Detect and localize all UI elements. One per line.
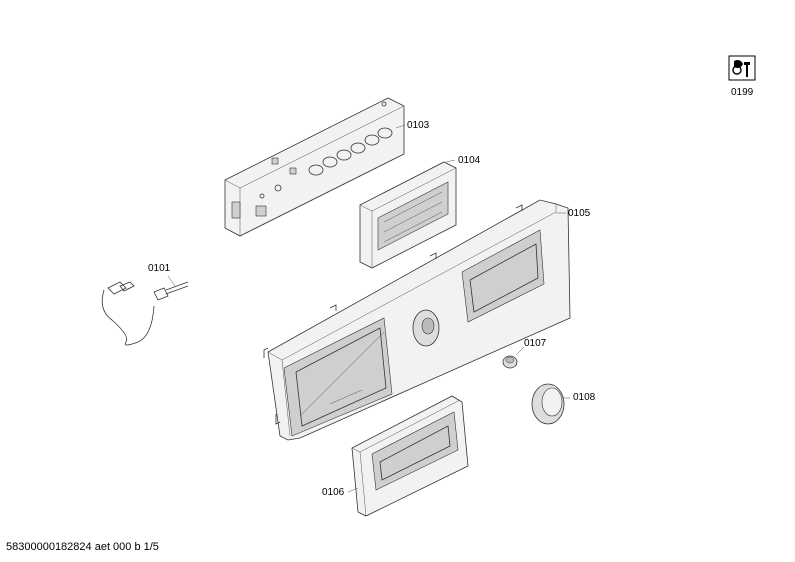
document-footer: 58300000182824 aet 000 b 1/5	[6, 541, 159, 553]
control-pcb	[224, 97, 405, 237]
part-label-0105: 0105	[568, 208, 591, 219]
control-panel-fascia	[263, 199, 571, 441]
part-label-0108: 0108	[573, 392, 596, 403]
knob-ring	[531, 383, 565, 425]
service-manual-icon	[728, 55, 756, 81]
drawer-handle-panel	[351, 395, 469, 517]
part-label-0101: 0101	[148, 263, 171, 274]
part-label-0103: 0103	[407, 120, 430, 131]
part-label-0106: 0106	[322, 487, 345, 498]
power-cable	[101, 281, 189, 346]
part-label-0107: 0107	[524, 338, 547, 349]
part-label-0104: 0104	[458, 155, 481, 166]
part-label-0199: 0199	[731, 87, 754, 98]
display-frame	[359, 161, 457, 269]
program-knob	[502, 355, 518, 369]
